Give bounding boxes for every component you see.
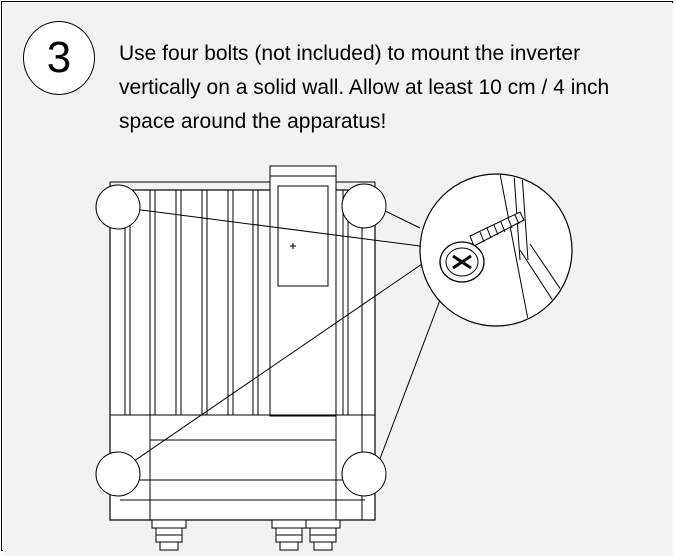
step-instruction: Use four bolts (not included) to mount t… <box>119 42 610 133</box>
inverter-body <box>109 165 376 521</box>
cable-gland <box>305 519 341 551</box>
bolt-detail-magnifier <box>419 173 573 327</box>
bolt-icon <box>439 211 525 283</box>
corner-marker-bottom-left <box>95 451 141 497</box>
cable-gland <box>151 519 187 551</box>
step-number: 3 <box>46 33 72 82</box>
corner-marker-top-left <box>95 184 141 230</box>
corner-marker-top-right <box>341 183 387 229</box>
corner-marker-bottom-right <box>341 451 387 497</box>
leader-lines <box>117 205 441 473</box>
cable-gland <box>271 519 307 551</box>
cable-glands <box>151 519 341 551</box>
front-panel <box>269 165 337 417</box>
step-number-badge: 3 <box>23 21 95 95</box>
